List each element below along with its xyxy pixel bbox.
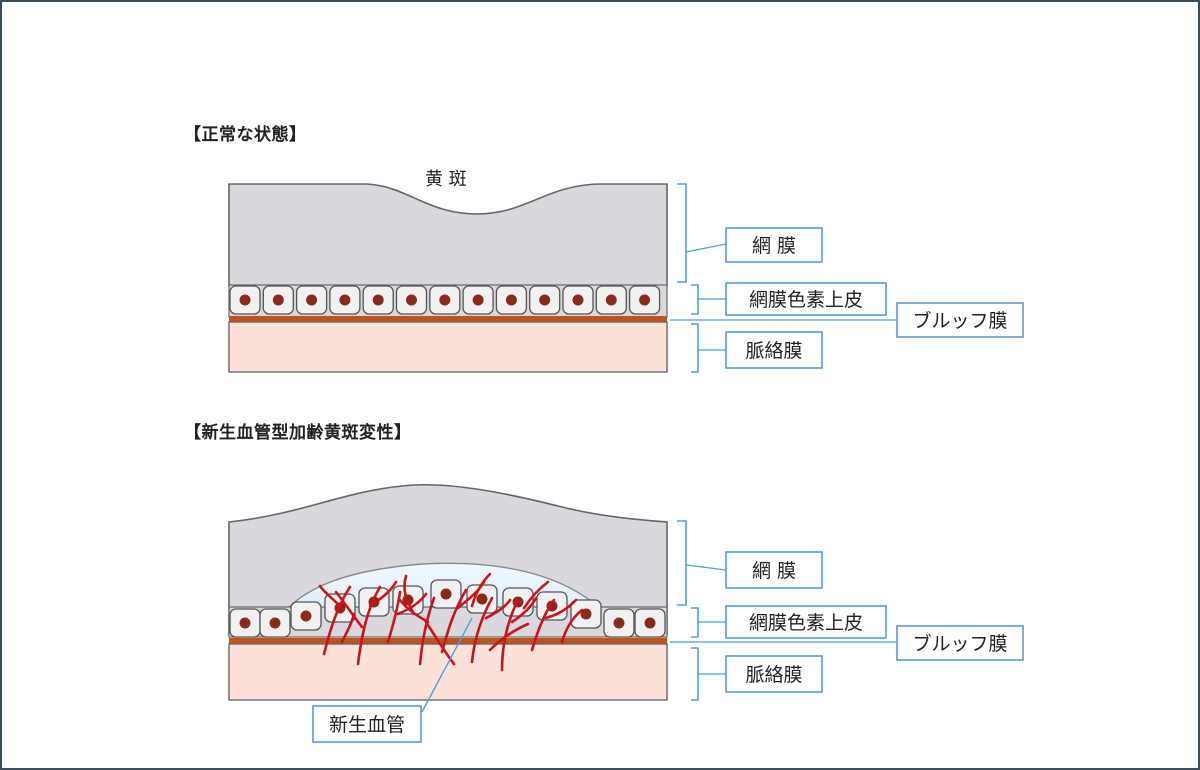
- vessel-branch: [318, 584, 352, 656]
- vessel-branch: [522, 580, 550, 610]
- amd-choroid-bracket: [691, 647, 699, 701]
- cell-nucleus: [269, 617, 281, 629]
- cell-nucleus: [300, 610, 312, 622]
- cell-nucleus: [580, 608, 592, 620]
- amd-rpe-cell: [634, 608, 666, 638]
- cell-nucleus: [440, 588, 452, 600]
- normal-choroid-label: 脈絡膜: [745, 340, 802, 362]
- normal-bruch-label: ブルッフ膜: [912, 309, 1007, 332]
- neovascular-label: 新生血管: [329, 714, 405, 736]
- vessel-branch: [488, 622, 530, 652]
- cell-nucleus: [476, 593, 488, 605]
- amd-retina-connector: [685, 564, 727, 571]
- cell-nucleus: [372, 294, 384, 306]
- cell-nucleus: [572, 294, 584, 306]
- normal-retina-label: 網 膜: [752, 235, 796, 257]
- vessel-branch: [500, 596, 538, 672]
- cell-nucleus: [539, 294, 551, 306]
- cell-nucleus: [505, 294, 517, 306]
- amd-retina-label-box: [725, 551, 823, 589]
- normal-rpe-cell: [529, 285, 561, 315]
- normal-retina-layer: [228, 183, 668, 287]
- cell-nucleus: [406, 294, 417, 306]
- neovascular-label-box: [312, 705, 422, 743]
- vessel-branch: [386, 590, 428, 644]
- neovascular-pointer: [421, 617, 473, 713]
- vessel-branch: [424, 620, 456, 666]
- amd-retina-bracket: [677, 520, 687, 606]
- normal-rpe-cells: [229, 285, 661, 315]
- normal-rpe-cell: [262, 285, 294, 315]
- normal-rpe-cell: [229, 285, 261, 315]
- normal-rpe-cell: [595, 285, 627, 315]
- cell-nucleus: [339, 294, 351, 306]
- amd-choroid-label: 脈絡膜: [745, 664, 802, 686]
- amd-rpe-cell: [603, 608, 635, 638]
- normal-macula-label: 黄 斑: [425, 169, 467, 190]
- vessel-branch: [334, 590, 364, 629]
- amd-rpe-label-box: [725, 605, 887, 639]
- amd-diagram: 網 膜 網膜色素上皮 ブルッフ膜 脈絡膜 新生血管: [228, 483, 1024, 743]
- normal-diagram: 黄 斑 網 膜 網膜色素上皮 ブルッフ膜 脈絡膜: [228, 169, 1024, 373]
- vessel-branch: [356, 580, 398, 666]
- cell-nucleus: [644, 617, 656, 629]
- normal-rpe-cell: [628, 285, 661, 315]
- amd-bruch-membrane: [229, 638, 667, 644]
- normal-rpe-cell: [295, 285, 328, 315]
- normal-rpe-cell: [329, 285, 361, 315]
- vessel-branch: [470, 572, 492, 608]
- amd-bruch-label: ブルッフ膜: [912, 632, 1007, 655]
- amd-rpe-bracket: [691, 607, 699, 638]
- normal-rpe-cell: [395, 285, 428, 315]
- normal-retina-label-box: [725, 227, 823, 263]
- vessel-branch: [560, 608, 584, 644]
- normal-rpe-cell: [562, 285, 594, 315]
- normal-heading: 【正常な状態】: [184, 125, 307, 145]
- cell-nucleus: [239, 294, 251, 306]
- vessel-branch: [530, 598, 578, 652]
- amd-choroid-label-box: [725, 655, 823, 693]
- vessel-branch: [403, 574, 416, 616]
- amd-rpe-cell: [229, 608, 261, 638]
- normal-retina-bracket: [677, 183, 687, 283]
- normal-rpe-cell: [495, 285, 528, 315]
- cell-nucleus: [605, 294, 617, 306]
- cell-nucleus: [613, 617, 625, 629]
- normal-choroid-layer: [228, 321, 668, 373]
- normal-choroid-label-box: [725, 331, 823, 369]
- amd-rpe-cell: [430, 579, 462, 609]
- cell-nucleus: [239, 617, 251, 629]
- amd-bruch-label-box: [896, 625, 1024, 661]
- amd-rpe-label: 網膜色素上皮: [749, 612, 863, 634]
- normal-rpe-cell: [429, 285, 461, 315]
- cell-nucleus: [439, 294, 451, 306]
- amd-rpe-cell: [259, 608, 291, 638]
- normal-rpe-label-box: [725, 282, 887, 316]
- vessel-branch: [340, 612, 356, 644]
- cell-nucleus: [472, 294, 484, 306]
- amd-retina-label: 網 膜: [752, 560, 796, 582]
- normal-choroid-bracket: [691, 323, 699, 373]
- neovascular-vessels: [318, 572, 584, 672]
- normal-retina-connector: [685, 243, 727, 253]
- normal-rpe-label: 網膜色素上皮: [749, 289, 863, 311]
- normal-bruch-membrane: [229, 316, 667, 322]
- amd-choroid-layer: [228, 643, 668, 701]
- amd-rpe-cell: [570, 599, 602, 629]
- vessel-branch: [470, 596, 512, 664]
- normal-rpe-bracket: [691, 284, 699, 315]
- cell-nucleus: [639, 294, 651, 306]
- normal-rpe-cell: [362, 285, 394, 315]
- amd-rpe-cell: [290, 601, 322, 631]
- normal-rpe-cell: [462, 285, 494, 315]
- normal-bruch-label-box: [896, 302, 1024, 338]
- cell-nucleus: [272, 294, 284, 306]
- amd-heading: 【新生血管型加齢黄斑変性】: [184, 423, 412, 443]
- cell-nucleus: [306, 294, 318, 306]
